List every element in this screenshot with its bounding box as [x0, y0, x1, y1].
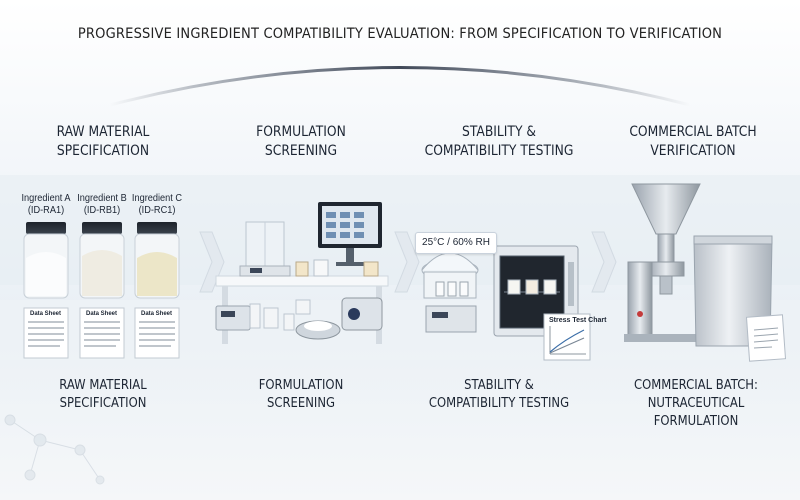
stage-1-heading-line-2: SPECIFICATION — [56, 143, 150, 159]
stage-3-heading: STABILITY & COMPATIBILITY TESTING — [415, 123, 582, 161]
data-sheet-c — [134, 307, 180, 359]
stage-2-footer-line-1: FORMULATION — [258, 377, 344, 393]
ingredient-jar-b — [79, 222, 125, 299]
stage-4-heading-line-1: COMMERCIAL BATCH — [629, 124, 757, 140]
stage-2-footer-line-2: SCREENING — [266, 395, 335, 411]
data-sheet-b-title: Data Sheet — [86, 311, 118, 317]
right-chevron-arrow-icon — [394, 231, 420, 293]
lower-equipment — [215, 297, 383, 340]
stage-1-footer-line-2: SPECIFICATION — [59, 395, 147, 411]
page-title: PROGRESSIVE INGREDIENT COMPATIBILITY EVA… — [77, 26, 723, 42]
stress-chart-title: Stress Test Chart — [549, 317, 607, 324]
progress-arc — [109, 66, 691, 107]
data-sheet-a-title: Data Sheet — [30, 311, 62, 317]
stage-2-heading: FORMULATION SCREENING — [235, 123, 367, 161]
certificate-sheet — [745, 314, 787, 362]
stability-condition-label: 25°C / 60% RH — [415, 232, 497, 254]
ingredient-b-label: Ingredient B (ID-RB1) — [74, 193, 129, 217]
stage-4-footer-line-1: COMMERCIAL BATCH: — [634, 377, 758, 393]
ingredient-jar-c — [134, 222, 180, 299]
ingredient-c-label: Ingredient C (ID-RC1) — [129, 193, 184, 217]
ingredient-c-name: Ingredient C — [131, 193, 183, 204]
stage-3-heading-line-1: STABILITY & — [462, 124, 536, 140]
stage-3-footer-line-1: STABILITY & — [464, 377, 534, 393]
ingredient-a-id: (ID-RA1) — [27, 205, 65, 216]
ingredient-b-name: Ingredient B — [77, 193, 127, 204]
bench-beakers — [295, 259, 379, 277]
stage-1-footer: RAW MATERIAL SPECIFICATION — [39, 376, 168, 412]
stage-3-footer: STABILITY & COMPATIBILITY TESTING — [417, 376, 580, 412]
stage-4-footer-line-2: NUTRACEUTICAL FORMULATION — [647, 395, 745, 429]
ingredient-c-id: (ID-RC1) — [138, 205, 176, 216]
stage-1-heading: RAW MATERIAL SPECIFICATION — [37, 123, 169, 161]
stage-2-heading-line-1: FORMULATION — [256, 124, 346, 140]
stage-1-heading-line-1: RAW MATERIAL — [56, 124, 150, 140]
data-sheet-c-title: Data Sheet — [141, 311, 173, 317]
stress-chart-card — [543, 313, 591, 361]
stage-2-footer: FORMULATION SCREENING — [237, 376, 366, 412]
ingredient-b-id: (ID-RB1) — [83, 205, 121, 216]
ingredient-a-label: Ingredient A (ID-RA1) — [18, 193, 73, 217]
monitor — [318, 202, 382, 266]
stage-1-footer-line-1: RAW MATERIAL — [59, 377, 147, 393]
stage-4-footer: COMMERCIAL BATCH: NUTRACEUTICAL FORMULAT… — [612, 376, 781, 430]
ingredient-a-name: Ingredient A — [21, 193, 71, 204]
stage-3-heading-line-2: COMPATIBILITY TESTING — [424, 143, 574, 159]
stage-4-heading-line-2: VERIFICATION — [650, 143, 736, 159]
molecule-network-icon — [4, 414, 105, 485]
stage-4-heading: COMMERCIAL BATCH VERIFICATION — [618, 123, 768, 161]
filling-machine — [624, 183, 704, 342]
stage-2-heading-line-2: SCREENING — [264, 143, 338, 159]
analytical-balance — [239, 221, 291, 277]
stage-3-footer-line-2: COMPATIBILITY TESTING — [428, 395, 570, 411]
data-sheet-b — [79, 307, 125, 359]
right-chevron-arrow-icon — [591, 231, 617, 293]
ingredient-jar-a — [23, 222, 69, 299]
data-sheet-a — [23, 307, 69, 359]
